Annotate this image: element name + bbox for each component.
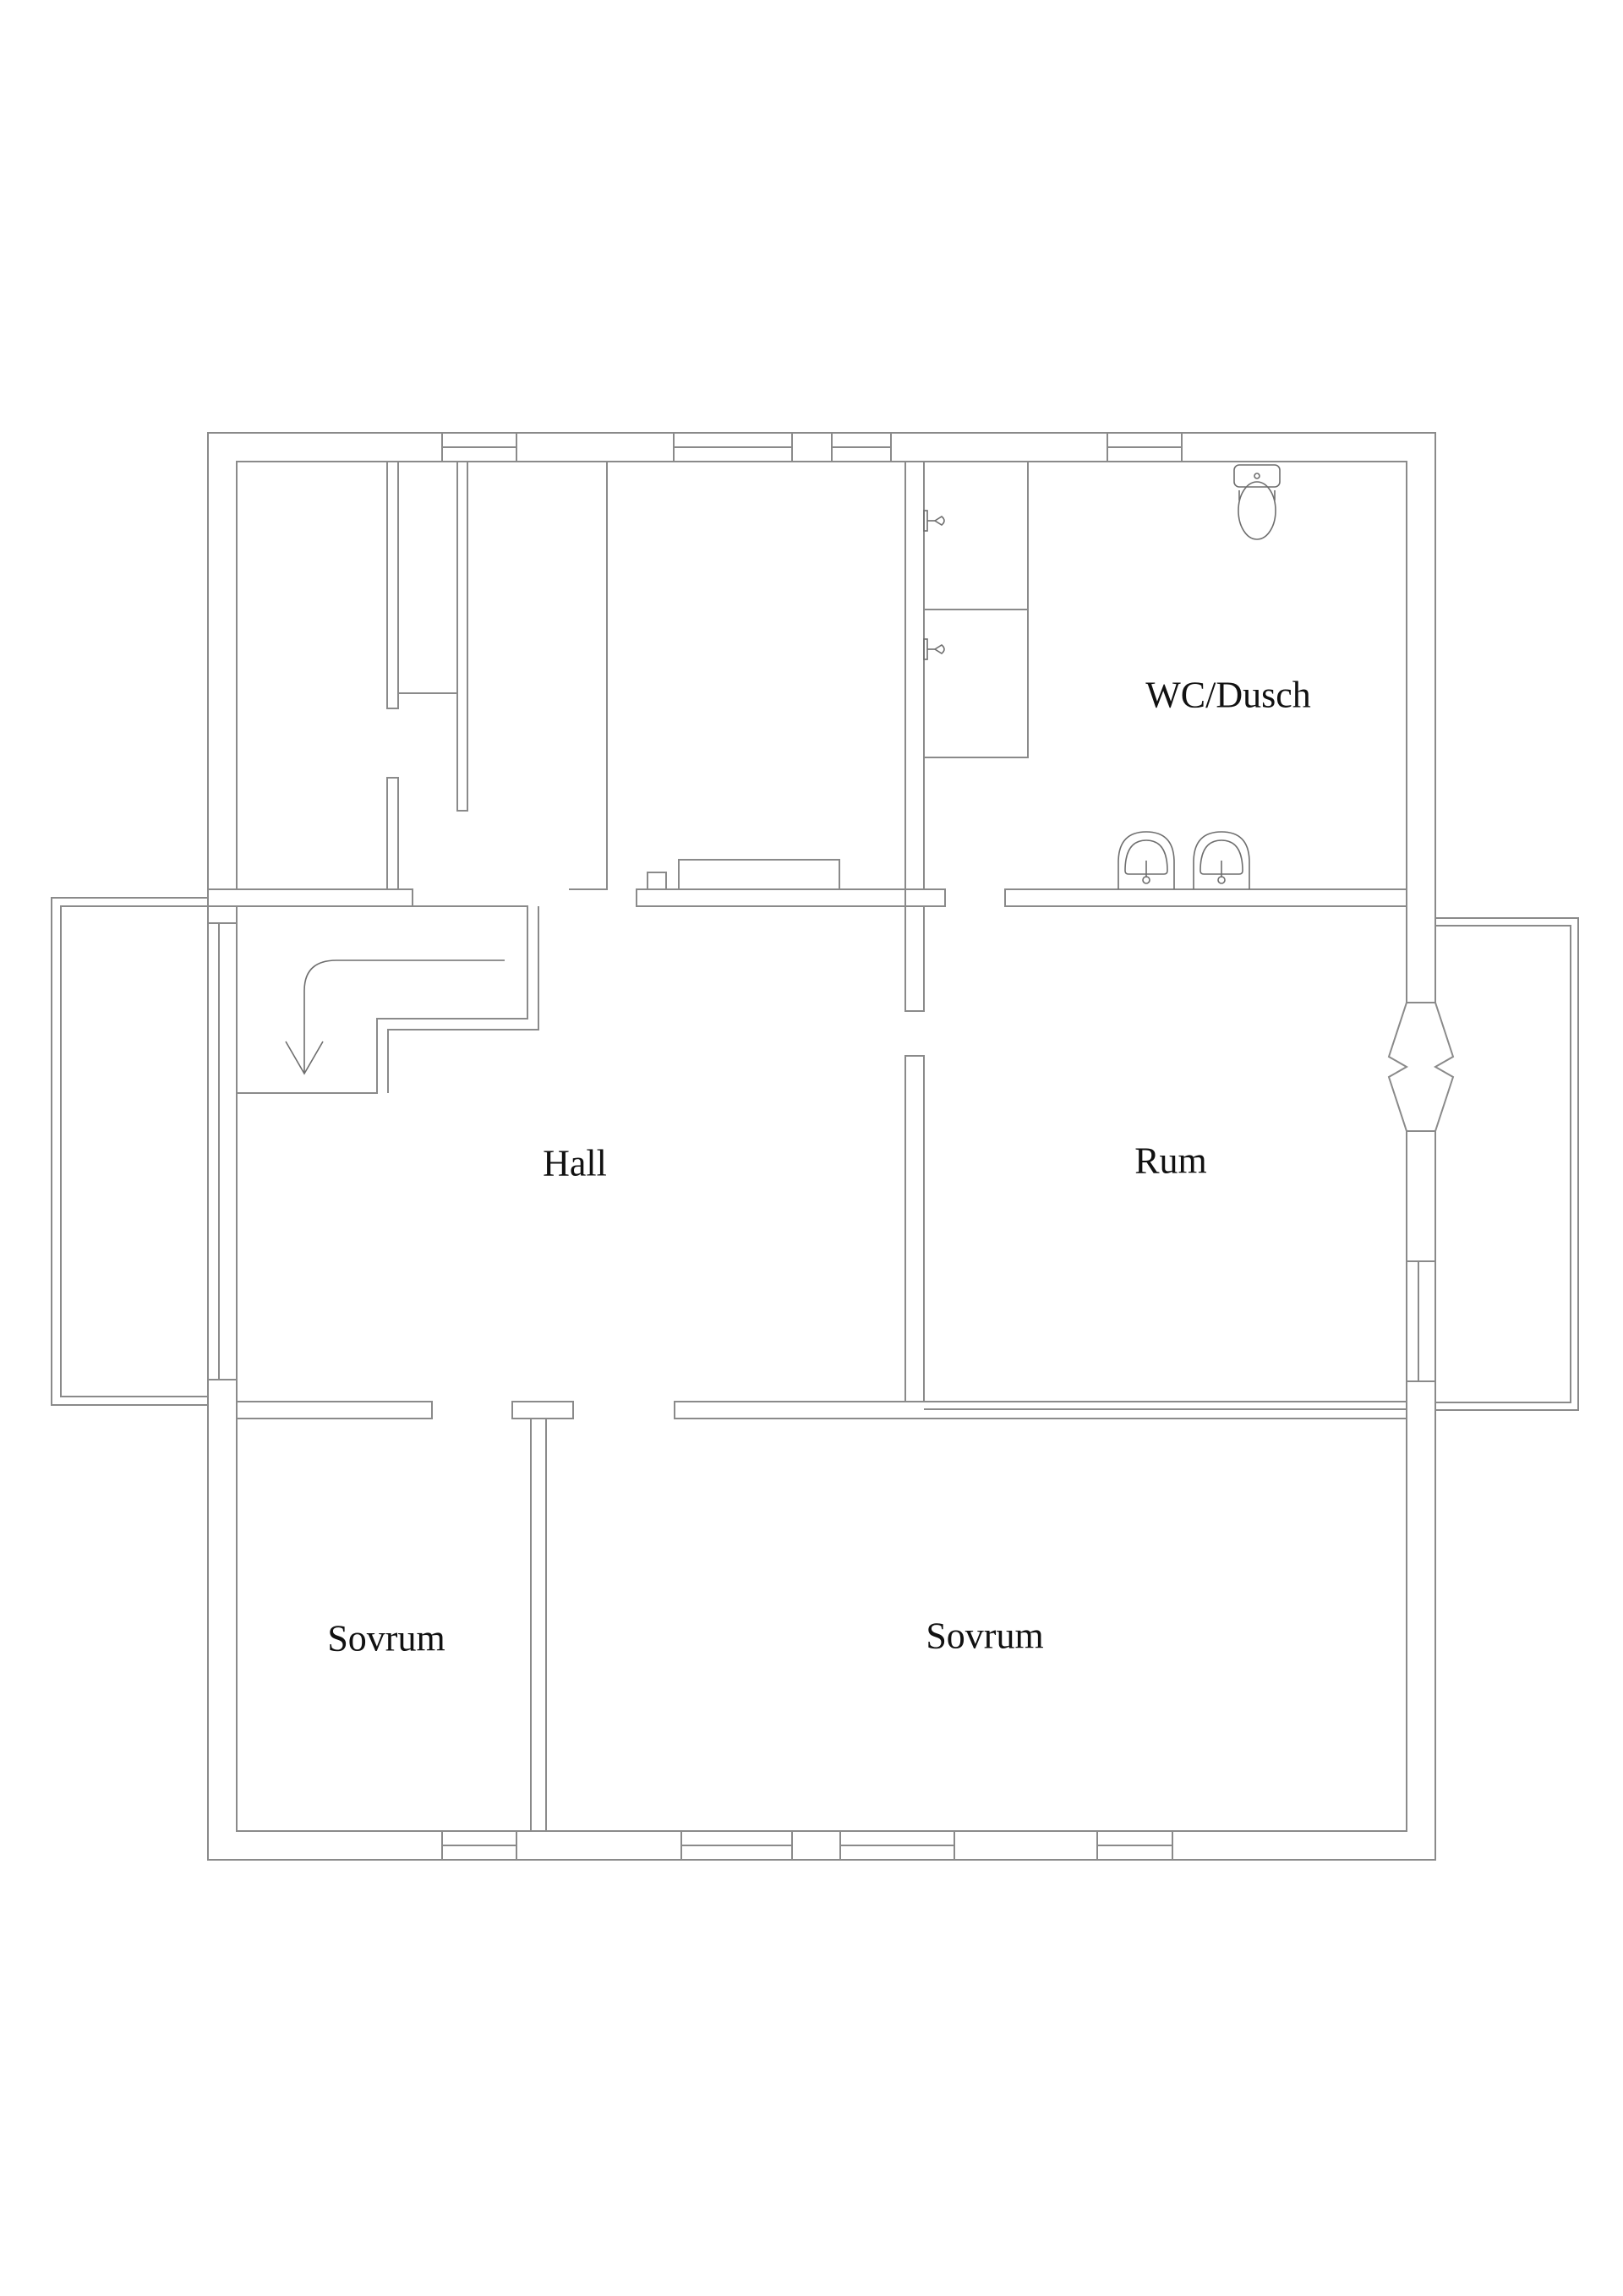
window xyxy=(831,432,892,462)
top-windows xyxy=(441,432,1183,462)
toilet-icon xyxy=(1233,464,1281,540)
left-balcony xyxy=(51,897,238,1406)
room-label-rum: Rum xyxy=(1134,1140,1207,1182)
window xyxy=(839,1830,955,1861)
window xyxy=(441,432,517,462)
room-label-sovrum-left: Sovrum xyxy=(327,1617,445,1659)
room-label-hall: Hall xyxy=(543,1142,607,1184)
stairs xyxy=(237,905,539,1094)
washbasin-icon xyxy=(1118,831,1175,889)
window xyxy=(441,1830,517,1861)
window xyxy=(1096,1830,1173,1861)
balcony-door xyxy=(1387,1002,1455,1132)
shower-icon xyxy=(923,638,945,660)
window xyxy=(673,432,793,462)
right-balcony xyxy=(1387,917,1579,1411)
shower-icon xyxy=(923,510,945,532)
middle-walls xyxy=(236,1055,1407,1832)
window xyxy=(1107,432,1183,462)
window xyxy=(680,1830,793,1861)
interior-walls xyxy=(207,461,1407,1012)
washbasin-icon xyxy=(1193,831,1250,889)
room-label-sovrum-right: Sovrum xyxy=(926,1615,1044,1657)
room-label-wc-dusch: WC/Dusch xyxy=(1145,674,1311,716)
bottom-windows xyxy=(441,1830,1173,1861)
